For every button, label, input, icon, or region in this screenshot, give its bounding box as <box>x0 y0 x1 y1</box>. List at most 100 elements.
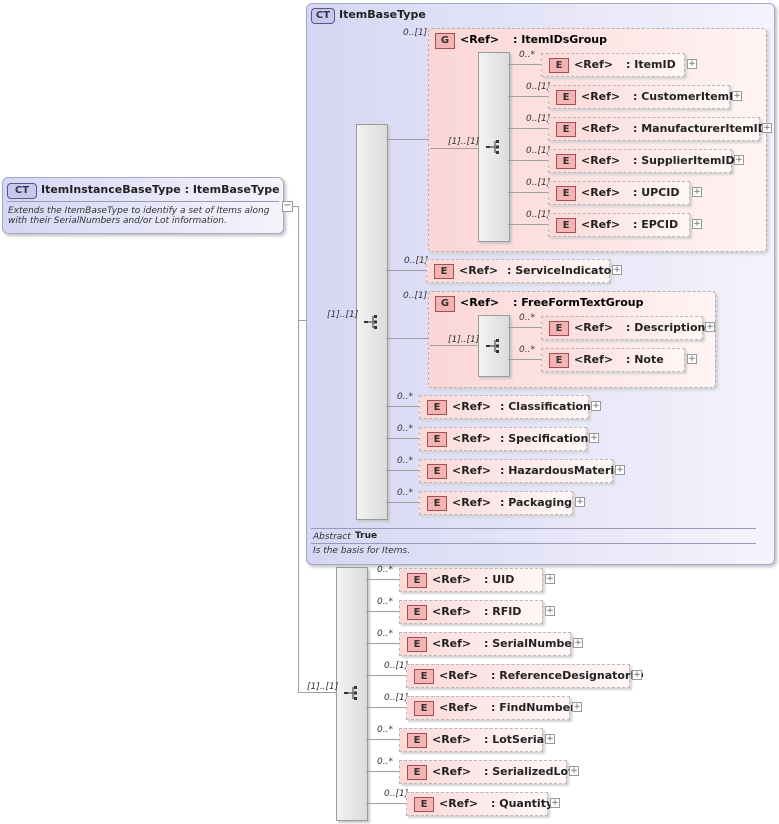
base-sequence[interactable] <box>356 124 388 520</box>
connector <box>386 139 428 140</box>
element-cardinality: 0..[1] <box>384 693 409 703</box>
element-name: : LotSerial <box>484 733 548 746</box>
expand-icon[interactable]: + <box>687 59 697 69</box>
element-ref-label: <Ref> <box>439 701 479 714</box>
element-box[interactable]: E<Ref>: ManufacturerItemID <box>548 117 767 141</box>
connector <box>386 502 419 503</box>
element-badge-icon: E <box>407 605 427 620</box>
expand-icon[interactable]: + <box>632 670 642 680</box>
element-box[interactable]: E<Ref>: LotSerial <box>399 728 548 752</box>
element-ref-label: <Ref> <box>432 733 472 746</box>
element-name: : ServiceIndicator <box>507 264 617 277</box>
group-badge-icon: G <box>435 33 455 49</box>
group-cardinality: 0..[1] <box>403 291 428 301</box>
element-badge-icon: E <box>414 669 434 684</box>
element-name: : Packaging <box>500 496 573 509</box>
element-ref-label: <Ref> <box>452 400 492 413</box>
element-name: : ReferenceDesignatorID <box>491 669 644 682</box>
element-ref-label: <Ref> <box>452 432 492 445</box>
element-badge-icon: E <box>407 573 427 588</box>
element-box[interactable]: E<Ref>: UPCID <box>548 181 690 205</box>
expand-icon[interactable]: + <box>572 702 582 712</box>
connector <box>386 338 428 339</box>
element-box[interactable]: E<Ref>: UID <box>399 568 543 592</box>
expand-icon[interactable]: + <box>545 734 555 744</box>
element-name: : RFID <box>484 605 522 618</box>
element-box[interactable]: E<Ref>: FindNumber <box>406 696 575 720</box>
expand-icon[interactable]: + <box>545 606 555 616</box>
element-cardinality: 0..* <box>519 345 535 355</box>
connector <box>508 192 548 193</box>
abstract-label: Abstract <box>313 532 351 542</box>
expand-icon[interactable]: + <box>612 265 622 275</box>
connector <box>366 707 406 708</box>
element-cardinality: 0..* <box>397 456 413 466</box>
element-badge-icon: E <box>549 353 569 368</box>
element-name: : UPCID <box>633 186 680 199</box>
element-box[interactable]: E <Ref> : Packaging <box>419 491 573 515</box>
element-cardinality: 0..* <box>519 313 535 323</box>
expand-icon[interactable]: + <box>569 766 579 776</box>
connector <box>386 470 419 471</box>
expand-icon[interactable]: + <box>705 322 715 332</box>
ids-sequence-cardinality: [1]..[1] <box>448 137 480 147</box>
element-box[interactable]: E<Ref>: SerialNumber <box>399 632 577 656</box>
group-name: : FreeFormTextGroup <box>513 296 644 309</box>
freeform-sequence-cardinality: [1]..[1] <box>448 335 480 345</box>
element-ref-label: <Ref> <box>439 669 479 682</box>
collapse-icon[interactable]: − <box>282 200 293 212</box>
group-ref-label: <Ref> <box>460 296 500 309</box>
root-complex-type[interactable]: CT ItemInstanceBaseType : ItemBaseType E… <box>2 177 284 234</box>
expand-icon[interactable]: + <box>615 465 625 475</box>
element-cardinality: 0..* <box>377 597 393 607</box>
element-box[interactable]: E<Ref>: EPCID <box>548 213 690 237</box>
expand-icon[interactable]: + <box>575 497 585 507</box>
element-box[interactable]: E <Ref> : ReferenceDesignatorID <box>406 664 644 688</box>
element-ref-label: <Ref> <box>432 765 472 778</box>
element-badge-icon: E <box>407 765 427 780</box>
element-badge-icon: E <box>556 154 576 169</box>
element-box[interactable]: E<Ref>: SupplierItemID <box>548 149 735 173</box>
element-ref-label: <Ref> <box>581 154 621 167</box>
ids-sequence[interactable] <box>478 52 510 242</box>
element-box[interactable]: E<Ref>: Quantity <box>406 792 553 816</box>
expand-icon[interactable]: + <box>550 798 560 808</box>
instance-sequence[interactable] <box>336 567 368 821</box>
element-box[interactable]: E<Ref>: Note <box>541 348 685 372</box>
expand-icon[interactable]: + <box>591 401 601 411</box>
expand-icon[interactable]: + <box>589 433 599 443</box>
element-box[interactable]: E<Ref>: ServiceIndicator <box>426 259 617 283</box>
connector <box>508 160 548 161</box>
complex-type-badge-icon: CT <box>7 183 37 199</box>
element-badge-icon: E <box>414 701 434 716</box>
element-box[interactable]: E<Ref>: SerializedLot <box>399 760 573 784</box>
element-box[interactable]: E<Ref>: Specification <box>419 427 589 451</box>
connector <box>386 438 419 439</box>
expand-icon[interactable]: + <box>692 219 702 229</box>
element-box[interactable]: E<Ref>: Description <box>541 316 705 340</box>
element-badge-icon: E <box>556 122 576 137</box>
expand-icon[interactable]: + <box>573 638 583 648</box>
expand-icon[interactable]: + <box>732 91 742 101</box>
expand-icon[interactable]: + <box>762 123 772 133</box>
base-sequence-cardinality: [1]..[1] <box>327 310 359 320</box>
instance-sequence-cardinality: [1]..[1] <box>307 682 339 692</box>
element-cardinality: 0..[1] <box>384 661 409 671</box>
expand-icon[interactable]: + <box>687 354 697 364</box>
expand-icon[interactable]: + <box>734 155 744 165</box>
expand-icon[interactable]: + <box>545 574 555 584</box>
element-cardinality: 0..* <box>377 757 393 767</box>
connector <box>508 128 548 129</box>
element-box[interactable]: E<Ref>: RFID <box>399 600 543 624</box>
element-cardinality: 0..[1] <box>526 146 551 156</box>
element-box[interactable]: E<Ref>: ItemID <box>541 53 685 77</box>
freeform-sequence[interactable] <box>478 315 510 377</box>
element-badge-icon: E <box>427 496 447 511</box>
element-name: : Note <box>626 353 664 366</box>
element-ref-label: <Ref> <box>452 496 492 509</box>
element-name: : Specification <box>500 432 589 445</box>
element-box[interactable]: E<Ref>: Classification <box>419 395 591 419</box>
expand-icon[interactable]: + <box>692 187 702 197</box>
element-box[interactable]: E<Ref>: HazardousMaterial <box>419 459 625 483</box>
element-box[interactable]: E<Ref>: CustomerItemID <box>548 85 742 109</box>
